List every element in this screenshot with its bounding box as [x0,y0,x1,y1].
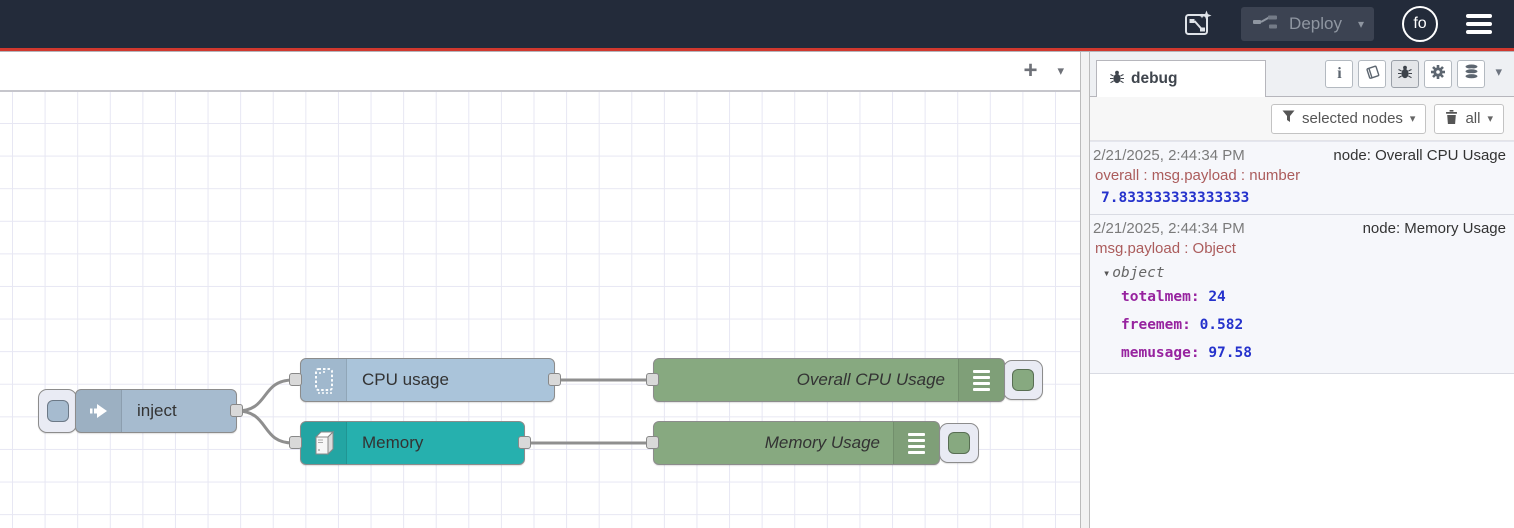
deploy-label: Deploy [1289,14,1342,33]
inject-arrow-icon [76,390,122,432]
info-tab-button[interactable]: i [1325,60,1354,88]
add-flow-icon[interactable]: + [1023,57,1038,84]
node-debug-memory-usage[interactable]: Memory Usage [653,421,940,465]
debug-message: 2/21/2025, 2:44:34 PM node: Memory Usage… [1090,215,1514,374]
debug-message: 2/21/2025, 2:44:34 PM node: Overall CPU … [1090,141,1514,215]
funnel-icon [1282,110,1295,127]
node-label: CPU usage [362,370,449,389]
wires [235,378,650,445]
field-value: 0.582 [1199,317,1244,333]
object-field: freemem: 0.582 [1093,311,1506,339]
flow-tabstrip: + ▾ [0,52,1080,92]
object-type-label: object [1112,265,1165,281]
clear-label: all [1465,110,1481,127]
node-label: inject [137,401,177,420]
message-source-node[interactable]: node: Memory Usage [1362,220,1506,237]
deploy-caret-icon[interactable]: ▾ [1357,17,1364,31]
node-memory[interactable]: Memory [300,421,525,465]
filter-caret-icon: ▾ [1409,113,1416,125]
node-cpu-usage[interactable]: CPU usage [300,358,555,402]
debug-tab-button[interactable] [1391,60,1420,88]
deploy-button[interactable]: Deploy ▾ [1241,7,1374,41]
debug-message-list[interactable]: 2/21/2025, 2:44:34 PM node: Overall CPU … [1090,141,1514,528]
node-label: Memory [362,433,424,452]
context-tab-button[interactable] [1457,60,1486,88]
port-memory-input[interactable] [289,436,302,449]
avatar-initials: fo [1413,15,1427,32]
field-key: totalmem: [1121,289,1200,305]
menu-icon[interactable] [1466,14,1492,34]
port-memory-output[interactable] [518,436,531,449]
message-value[interactable]: 7.833333333333333 [1101,190,1250,206]
sidebar-menu-caret-icon[interactable]: ▾ [1495,64,1502,79]
clear-button[interactable]: all ▾ [1434,103,1504,134]
field-key: freemem: [1121,317,1191,333]
debug-toolbar: selected nodes ▾ all ▾ [1090,97,1514,141]
message-source-node[interactable]: node: Overall CPU Usage [1333,147,1506,164]
help-tab-button[interactable] [1358,60,1387,88]
port-cpu-output[interactable] [548,373,561,386]
tab-debug[interactable]: debug [1096,60,1266,97]
config-tab-button[interactable] [1424,60,1453,88]
database-icon [1463,63,1480,85]
object-field: totalmem: 24 [1093,283,1506,311]
flow-assistant-icon[interactable] [1183,9,1213,39]
field-value: 97.58 [1208,345,1252,361]
trash-icon [1445,109,1458,128]
header-accent-line [0,48,1514,51]
app-header: Deploy ▾ fo [0,0,1514,48]
cpu-chip-icon [301,359,347,401]
debug-output-icon [893,422,939,464]
field-value: 24 [1208,289,1226,305]
debug-output-icon [958,359,1004,401]
debug-sidebar: debug i [1090,52,1514,528]
message-property: overall : msg.payload : number [1095,167,1301,184]
node-debug-overall-cpu[interactable]: Overall CPU Usage [653,358,1005,402]
flow-canvas[interactable]: inject CPU usage [0,92,1080,528]
book-icon [1364,64,1381,85]
tab-label: debug [1131,70,1178,87]
port-debug-memory-input[interactable] [646,436,659,449]
bug-icon [1397,64,1413,85]
memory-server-icon [301,422,347,464]
message-timestamp: 2/21/2025, 2:44:34 PM [1093,220,1245,237]
port-cpu-input[interactable] [289,373,302,386]
sidebar-tab-bar: debug i [1090,52,1514,97]
debug-toggle-button[interactable] [1003,360,1043,400]
debug-toggle-button[interactable] [939,423,979,463]
message-timestamp: 2/21/2025, 2:44:34 PM [1093,147,1245,164]
filter-label: selected nodes [1302,110,1403,127]
field-key: memusage: [1121,345,1200,361]
inject-trigger-button[interactable] [38,389,77,433]
collapse-caret-icon[interactable]: ▾ [1103,266,1111,280]
user-avatar[interactable]: fo [1402,6,1438,42]
object-expander[interactable]: ▾object [1093,259,1506,283]
message-property: msg.payload : Object [1095,240,1236,257]
node-label: Memory Usage [764,433,880,452]
node-label: Overall CPU Usage [796,370,945,389]
deploy-icon [1253,14,1279,35]
sidebar-resize-handle[interactable] [1080,52,1090,528]
bug-icon [1109,69,1125,90]
gear-icon [1430,64,1446,85]
node-inject[interactable]: inject [75,389,237,433]
flow-list-caret-icon[interactable]: ▾ [1057,63,1064,78]
flow-workspace: + ▾ [0,52,1080,528]
filter-button[interactable]: selected nodes ▾ [1271,103,1427,134]
info-icon: i [1337,65,1342,82]
port-inject-output[interactable] [230,404,243,417]
object-field: memusage: 97.58 [1093,339,1506,367]
clear-caret-icon: ▾ [1487,113,1493,125]
port-debug-cpu-input[interactable] [646,373,659,386]
